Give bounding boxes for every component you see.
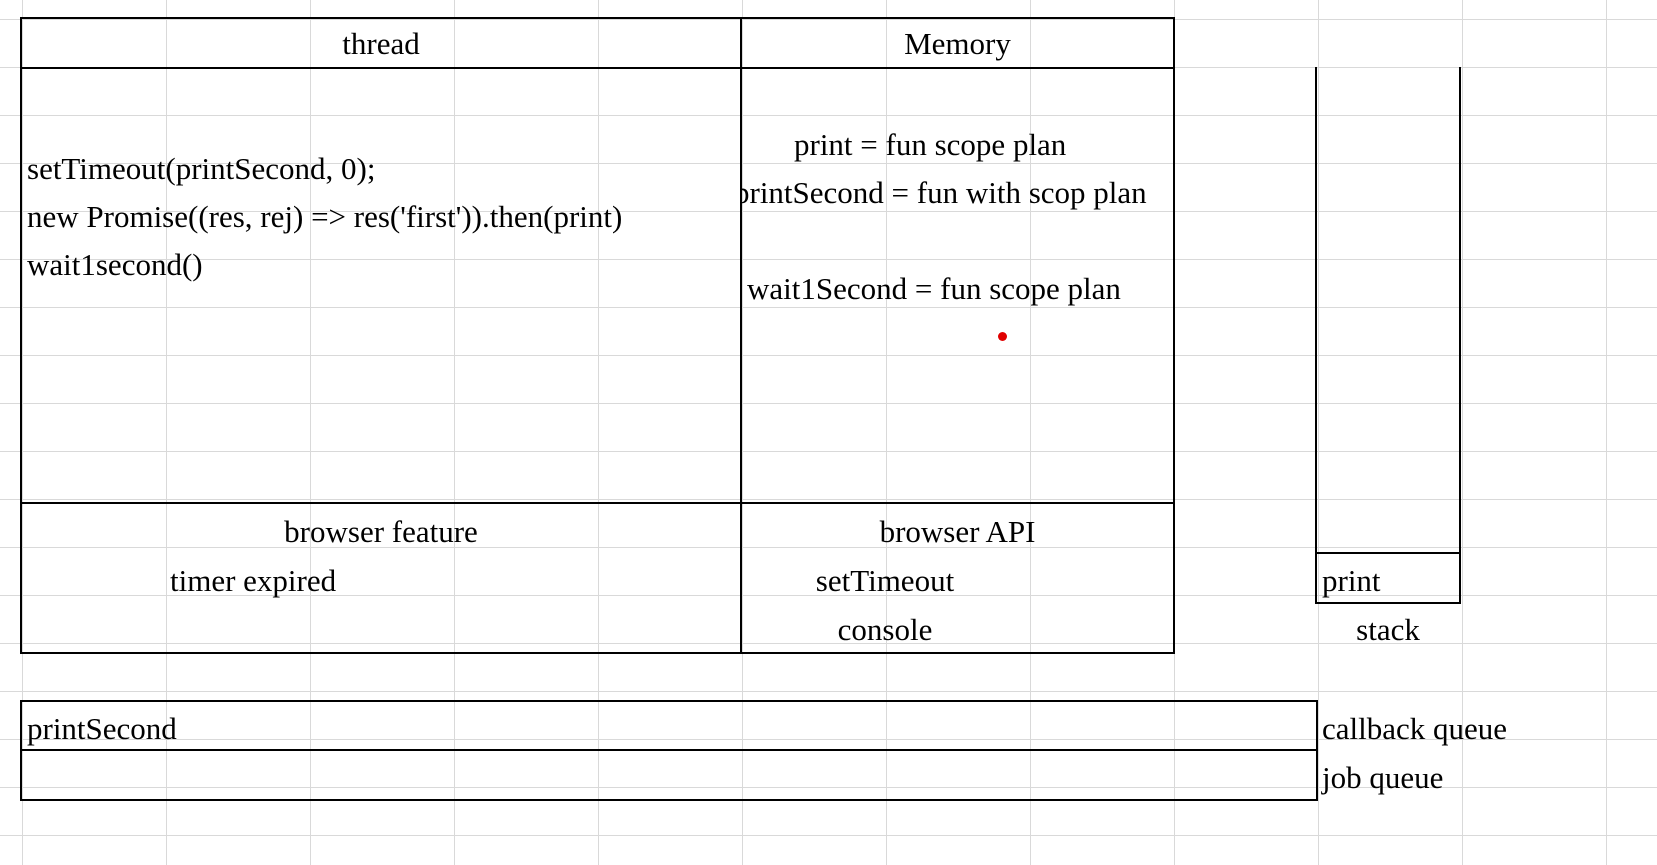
browser-section-divider	[20, 502, 1175, 504]
memory-entry: print = fun scope plan	[794, 127, 1067, 162]
header-divider	[20, 67, 1175, 69]
queues-divider	[20, 749, 1318, 751]
job-queue-label: job queue	[1322, 760, 1444, 795]
stack-bottom	[1315, 602, 1461, 604]
thread-memory-panel	[20, 17, 1175, 654]
thread-code-line: new Promise((res, rej) => res('first')).…	[27, 199, 623, 234]
thread-title: thread	[342, 26, 420, 61]
red-marker-dot	[998, 332, 1007, 341]
stack-frame-top	[1315, 552, 1461, 554]
callback-queue-label: callback queue	[1322, 711, 1508, 746]
stack-left-wall	[1315, 67, 1317, 604]
browser-feature-title: browser feature	[284, 514, 478, 549]
memory-entry: printSecond = fun with scop plan	[742, 175, 1147, 210]
stack-right-wall	[1459, 67, 1461, 604]
browser-api-item: console	[837, 612, 933, 647]
stack-frame: print	[1322, 563, 1381, 598]
memory-entry-clip: printSecond = fun with scop plan	[742, 169, 1173, 217]
memory-entry: wait1Second = fun scope plan	[747, 271, 1121, 306]
memory-title: Memory	[904, 26, 1011, 61]
browser-api-item: setTimeout	[815, 563, 955, 598]
callback-queue-item: printSecond	[27, 711, 177, 746]
thread-code-line: setTimeout(printSecond, 0);	[27, 151, 376, 186]
browser-api-title: browser API	[879, 514, 1036, 549]
stack-label: stack	[1356, 612, 1420, 647]
thread-code-line: wait1second()	[27, 247, 203, 282]
column-divider	[740, 17, 742, 654]
browser-feature-item: timer expired	[170, 563, 337, 598]
